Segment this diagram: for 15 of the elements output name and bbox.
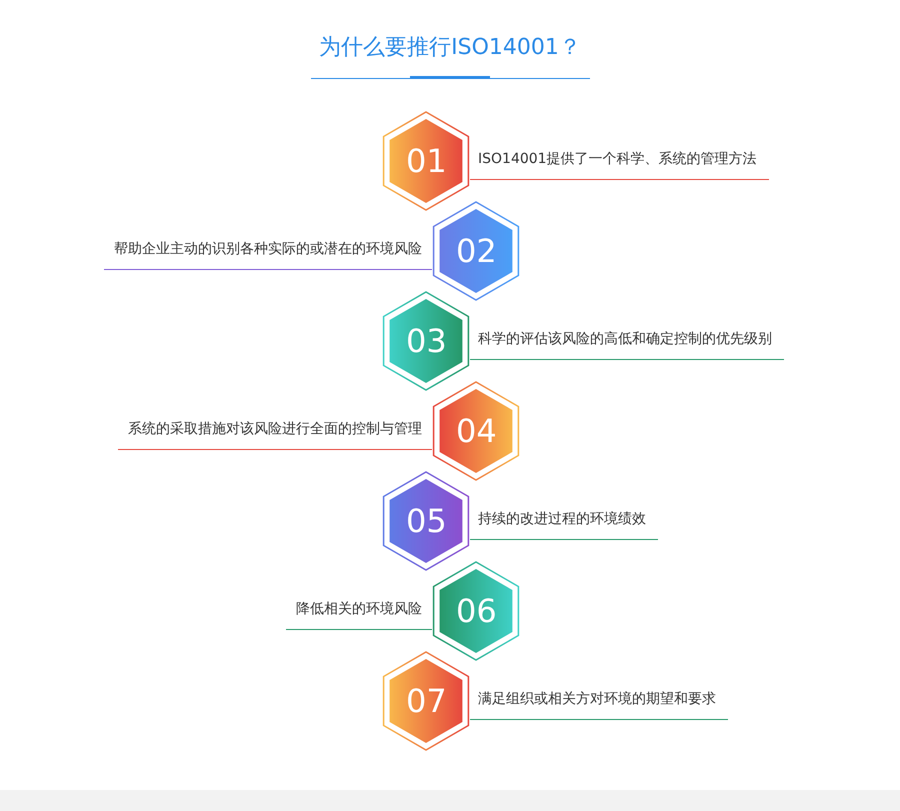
step-description: 系统的采取措施对该风险进行全面的控制与管理 — [118, 419, 432, 450]
step-description: 降低相关的环境风险 — [286, 599, 432, 630]
step-description: 持续的改进过程的环境绩效 — [470, 509, 658, 540]
step-number: 06 — [456, 592, 496, 630]
title: 为什么要推行ISO14001？ — [318, 34, 582, 62]
step-number: 02 — [456, 232, 496, 270]
step-number: 03 — [406, 322, 446, 360]
step-description: 科学的评估该风险的高低和确定控制的优先级别 — [470, 329, 784, 360]
step-number: 05 — [406, 502, 446, 540]
step-number: 07 — [406, 682, 446, 720]
step-description: 帮助企业主动的识别各种实际的或潜在的环境风险 — [104, 239, 432, 270]
step-number: 04 — [456, 412, 496, 450]
step-description: 满足组织或相关方对环境的期望和要求 — [470, 689, 728, 720]
step-number: 01 — [406, 142, 446, 180]
step-description: ISO14001提供了一个科学、系统的管理方法 — [470, 149, 769, 180]
